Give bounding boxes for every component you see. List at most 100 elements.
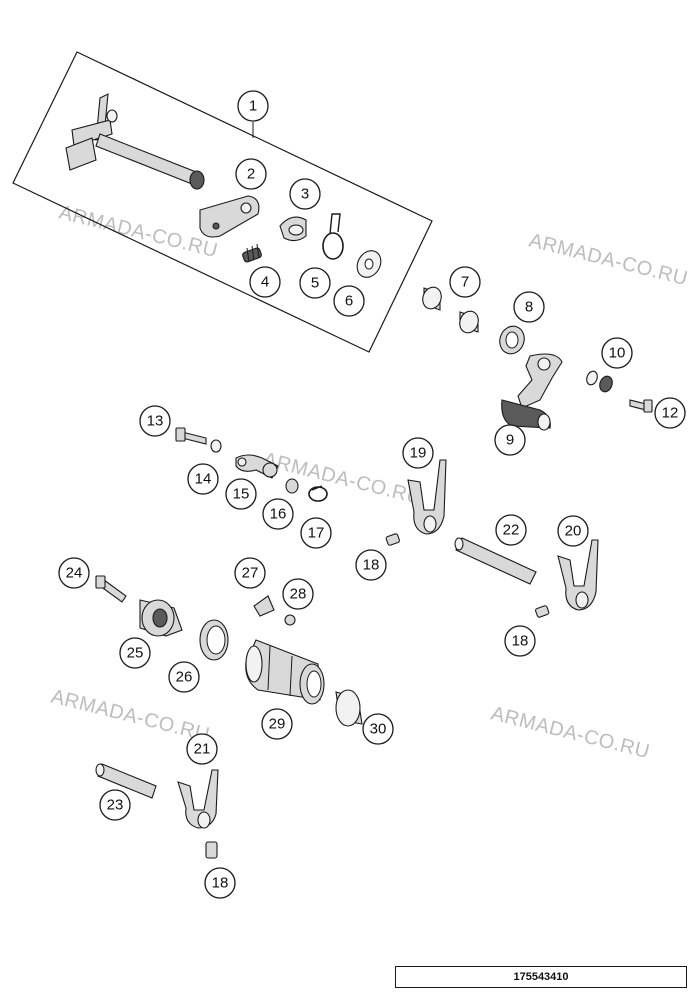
svg-text:19: 19 [410, 445, 427, 462]
callout-12: 12 [654, 397, 686, 429]
callout-14: 14 [187, 463, 219, 495]
shift-drum-locator-part [139, 599, 183, 637]
fork-rod-part [95, 763, 157, 799]
pin-part [205, 533, 550, 859]
screw-part [284, 614, 296, 626]
shift-fork-part [557, 539, 599, 611]
svg-text:18: 18 [212, 875, 229, 892]
svg-text:22: 22 [503, 522, 520, 539]
bolt-part [629, 399, 653, 413]
svg-text:18: 18 [512, 633, 529, 650]
svg-text:3: 3 [301, 186, 309, 203]
svg-text:20: 20 [565, 523, 582, 540]
watermark: ARMADA-CO.RU [489, 703, 652, 764]
watermark: ARMADA-CO.RU [527, 230, 690, 291]
washer-part [210, 439, 222, 453]
svg-text:1: 1 [249, 98, 257, 115]
callout-13: 13 [139, 405, 171, 437]
bolt-part [95, 575, 127, 603]
callout-5: 5 [299, 267, 331, 299]
svg-text:14: 14 [195, 471, 212, 488]
bolt-part [175, 427, 207, 445]
shift-lever-arm-part [235, 454, 279, 479]
shift-fork-part [407, 459, 447, 535]
seal-ring-part [499, 325, 525, 355]
svg-text:30: 30 [370, 721, 387, 738]
svg-text:8: 8 [525, 299, 533, 316]
callout-30: 30 [362, 713, 394, 745]
shift-shaft-part [65, 93, 205, 190]
callout-17: 17 [300, 517, 332, 549]
callout-28: 28 [282, 578, 314, 610]
callout-16: 16 [262, 498, 294, 530]
washer-nut-part [586, 370, 613, 393]
watermark: ARMADA-CO.RU [57, 202, 220, 263]
watermark: ARMADA-CO.RU [49, 686, 212, 747]
svg-text:18: 18 [363, 557, 380, 574]
svg-text:26: 26 [176, 669, 193, 686]
svg-text:9: 9 [506, 432, 514, 449]
callout-21: 21 [186, 733, 218, 765]
svg-text:24: 24 [66, 565, 83, 582]
callout-18: 18 [355, 549, 387, 581]
assembly-group-frame [12, 51, 433, 353]
callout-3: 3 [289, 178, 321, 210]
svg-text:27: 27 [242, 565, 259, 582]
callout-18: 18 [504, 625, 536, 657]
callout-1: 1 [237, 90, 269, 122]
svg-text:13: 13 [147, 413, 164, 430]
callout-29: 29 [261, 708, 293, 740]
shift-fork-part [177, 769, 219, 829]
svg-text:4: 4 [261, 274, 269, 291]
callout-24: 24 [58, 557, 90, 589]
torsion-spring-part [322, 213, 344, 260]
svg-text:10: 10 [609, 345, 626, 362]
callout-20: 20 [557, 515, 589, 547]
callout-23: 23 [99, 789, 131, 821]
svg-text:6: 6 [345, 293, 353, 310]
callout-8: 8 [513, 291, 545, 323]
callout-10: 10 [601, 337, 633, 369]
callout-26: 26 [168, 661, 200, 693]
svg-text:21: 21 [194, 741, 211, 758]
callout-22: 22 [495, 514, 527, 546]
washer-part [356, 250, 382, 278]
callout-18: 18 [204, 867, 236, 899]
shift-lever-part [501, 353, 563, 431]
spring-part [308, 485, 328, 502]
reference-number: 175543410 [395, 966, 687, 988]
svg-text:7: 7 [461, 274, 469, 291]
callout-27: 27 [234, 557, 266, 589]
callout-4: 4 [249, 266, 281, 298]
callout-25: 25 [119, 637, 151, 669]
svg-text:25: 25 [127, 645, 144, 662]
callout-9: 9 [494, 424, 526, 456]
svg-text:15: 15 [233, 486, 250, 503]
watermarks: ARMADA-CO.RU ARMADA-CO.RU ARMADA-CO.RU A… [49, 202, 690, 764]
svg-text:28: 28 [290, 586, 307, 603]
svg-text:12: 12 [662, 405, 679, 422]
callout-19: 19 [402, 437, 434, 469]
svg-text:23: 23 [107, 797, 124, 814]
svg-text:16: 16 [270, 506, 287, 523]
svg-text:5: 5 [311, 275, 319, 292]
svg-text:17: 17 [308, 525, 325, 542]
clip-part [279, 216, 307, 242]
callout-7: 7 [449, 266, 481, 298]
roller-part [285, 478, 299, 494]
bearing-part [199, 619, 229, 661]
svg-text:2: 2 [247, 166, 255, 183]
watermark: ARMADA-CO.RU [261, 449, 424, 510]
callout-15: 15 [225, 478, 257, 510]
bushing-part [422, 286, 479, 334]
svg-text:29: 29 [269, 716, 286, 733]
fork-rod-part [454, 537, 537, 585]
callout-2: 2 [235, 158, 267, 190]
callout-6: 6 [333, 285, 365, 317]
shift-drum-part [245, 639, 325, 705]
bearing-sleeve-part [335, 689, 363, 727]
spring-part [242, 243, 262, 263]
locking-plate-part [253, 595, 275, 617]
shift-plate-part [199, 195, 260, 238]
